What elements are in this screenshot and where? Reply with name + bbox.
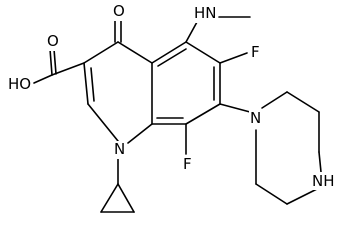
carboxyl-hydroxyl-label: HO	[8, 75, 31, 93]
bond-c5-nh	[185, 21, 198, 43]
bond-piperazine-nh-to-ring	[318, 151, 322, 173]
bond-c5-c6	[185, 41, 221, 64]
bond-piperazine-n-c-top	[261, 91, 288, 109]
bond-piperazine-c-top-right	[286, 91, 320, 113]
bond-c4-c4a	[117, 41, 153, 64]
bond-c3-c4	[83, 41, 119, 64]
bond-c7-c8	[185, 103, 221, 125]
bond-piperazine-nh-c-bottom	[286, 187, 320, 205]
piperazine-nitrogen-label: N	[250, 109, 261, 127]
ring-nitrogen-label: N	[114, 140, 125, 158]
bond-c4a-c5-double	[151, 41, 187, 64]
bond-cyclopropyl-left	[100, 183, 119, 213]
fluorine-8-label: F	[183, 155, 192, 173]
bond-cyclopropyl-right	[117, 183, 135, 213]
atom-labels: HO O O HN F F N N NH	[6, 2, 337, 190]
bond-cooh-carbon-oxygen-double	[49, 48, 53, 76]
carboxyl-oxygen-label: O	[47, 32, 59, 50]
bond-n1-c8a	[127, 123, 153, 144]
bond-c6-f	[219, 52, 248, 64]
bond-cooh-to-ring	[51, 62, 85, 76]
bond-c3-c2-double-inner	[90, 67, 95, 102]
bond-piperazine-c-bottom-left	[255, 183, 288, 205]
bond-c2-n1	[87, 103, 119, 142]
bond-c4a-c5-double-inner	[157, 48, 187, 67]
ketone-oxygen-label: O	[113, 2, 125, 20]
bond-cooh-carbon-hydroxyl	[33, 74, 53, 84]
bond-c3-c2-double	[83, 62, 89, 105]
molecular-structure-diagram: HO O O HN F F N N NH	[6, 2, 337, 213]
fluorine-6-label: F	[251, 43, 260, 61]
bond-cooh-carbon-oxygen-double-inner	[53, 48, 57, 75]
piperazine-nh-label: NH	[312, 172, 335, 190]
bonds	[33, 16, 322, 213]
methylamino-label: HN	[194, 4, 217, 22]
bond-c7-piperazine-n	[219, 103, 251, 113]
